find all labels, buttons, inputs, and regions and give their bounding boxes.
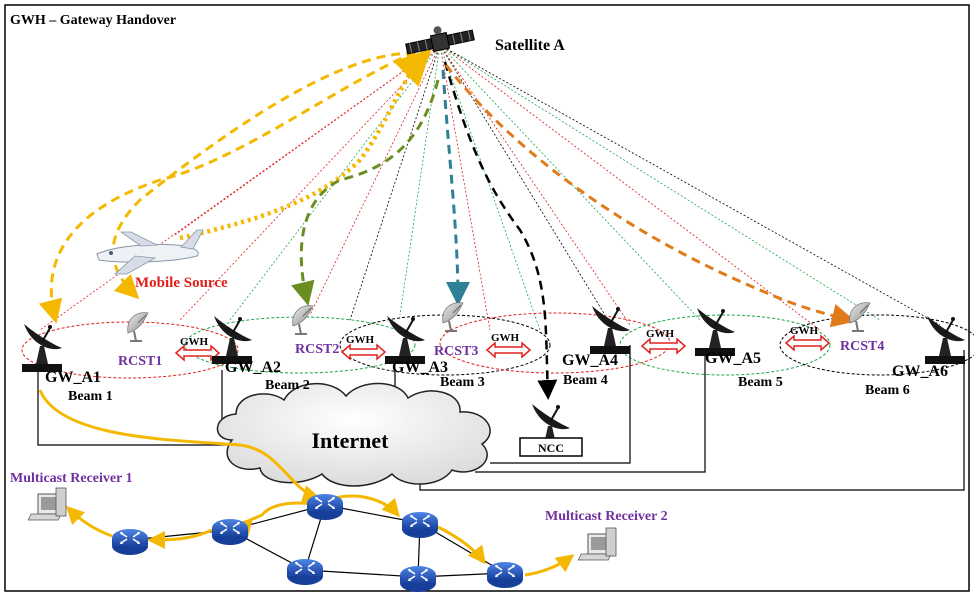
gwh-label: GWH [790,325,819,337]
mobile-source-label: Mobile Source [135,275,228,291]
receiver-label: Multicast Receiver 2 [545,509,668,524]
gateway-label: GW_A6 [892,363,948,380]
rcst-label: RCST2 [295,342,339,357]
rcst-dish-icon [126,311,149,342]
gateway-dish-icon [21,323,63,373]
rcst-dish-icon [848,301,871,332]
rcst-label: RCST3 [434,344,478,359]
beam-label: Beam 2 [265,378,310,393]
internet-label: Internet [312,428,390,453]
gwh-label: GWH [180,336,209,348]
router-icon [111,528,149,556]
gateway-dish-icon [384,315,426,365]
computer-icon [27,487,67,521]
router-icon [211,518,249,546]
ncc-station: NCC [519,403,583,457]
beam-ellipses [21,312,974,379]
internet-cloud: Internet [216,382,491,487]
rcst-dish-icon [441,301,464,332]
rcst-label: RCST1 [118,354,162,369]
router-icon [401,511,439,539]
beam-label: Beam 1 [68,389,113,404]
computer-icon [577,527,617,561]
diagram-frame [4,4,970,592]
airplane-icon [96,229,204,275]
gateway-dish-icon [211,315,253,365]
gateway-label: GW_A2 [225,359,281,376]
receiver-label: Multicast Receiver 1 [10,471,133,486]
rcst-dish-icon [291,304,314,335]
beam-label: Beam 6 [865,383,910,398]
gateway-dish-icon [589,305,631,355]
beam-label: Beam 4 [563,373,608,388]
satellite-icon [405,26,475,55]
rcst-label: RCST4 [840,339,884,354]
gwh-label: GWH [646,328,675,340]
gwh-label: GWH [491,332,520,344]
gwh-arrows [174,334,831,362]
satellite-label: Satellite A [495,37,565,54]
beam-label: Beam 5 [738,375,783,390]
router-icon [286,558,324,586]
gateway-label: GW_A5 [705,350,761,367]
diagram-title: GWH – Gateway Handover [10,13,176,28]
flow-arrows [38,48,856,400]
gateway-label: GW_A3 [392,359,448,376]
router-icon [306,493,344,521]
beam-label: Beam 3 [440,375,485,390]
gateway-dish-icon [924,315,966,365]
router-icon [486,561,524,589]
router-icon [399,565,437,593]
ncc-label: NCC [538,441,564,455]
gateway-wiring [37,345,965,491]
gateway-label: GW_A1 [45,369,101,386]
gwh-label: GWH [346,334,375,346]
gateway-label: GW_A4 [562,352,618,369]
